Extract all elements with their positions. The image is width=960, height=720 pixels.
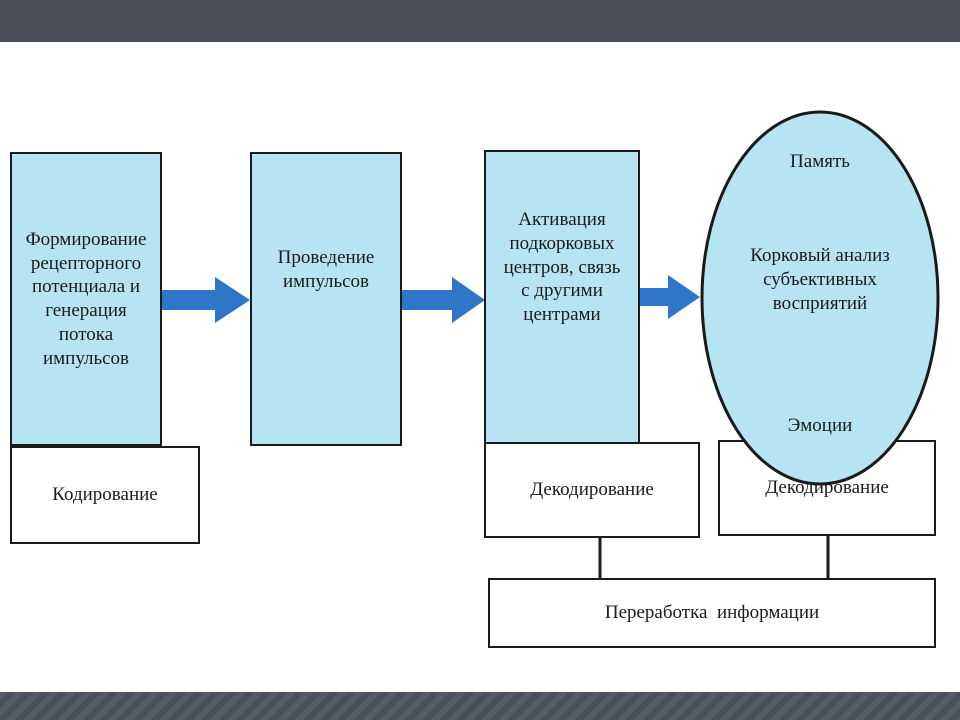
box-coding: Кодирование bbox=[10, 446, 200, 544]
cortex-circle bbox=[700, 110, 940, 486]
arrow-right-2 bbox=[400, 277, 485, 323]
box-decoding-1-label: Декодирование bbox=[530, 479, 654, 500]
box-impulse-conduction-label: Проведение импульсов bbox=[277, 247, 375, 292]
box-impulse-conduction: Проведение импульсов bbox=[250, 152, 402, 446]
box-information-processing-label: Переработка информации bbox=[604, 602, 820, 623]
box-subcortical-activation-label: Активация подкорковых центров, связь с д… bbox=[503, 209, 621, 325]
circle-emotions-label: Эмоции bbox=[787, 415, 853, 436]
box-receptor-potential-label: Формирование рецепторного потенциала и г… bbox=[25, 228, 147, 369]
slide-top-bar bbox=[0, 0, 960, 42]
box-information-processing: Переработка информации bbox=[488, 578, 936, 648]
box-decoding-2-label: Декодирование bbox=[765, 477, 889, 498]
box-coding-label: Кодирование bbox=[52, 484, 158, 505]
arrow-right-1 bbox=[160, 277, 250, 323]
box-decoding-1: Декодирование bbox=[484, 442, 700, 538]
box-receptor-potential: Формирование рецепторного потенциала и г… bbox=[10, 152, 162, 446]
box-subcortical-activation: Активация подкорковых центров, связь с д… bbox=[484, 150, 640, 444]
circle-memory-label: Память bbox=[790, 151, 850, 172]
circle-analysis-label: Корковый анализ субъективных восприятий bbox=[750, 245, 890, 314]
slide-bottom-bar bbox=[0, 692, 960, 720]
arrow-right-3 bbox=[640, 275, 700, 319]
